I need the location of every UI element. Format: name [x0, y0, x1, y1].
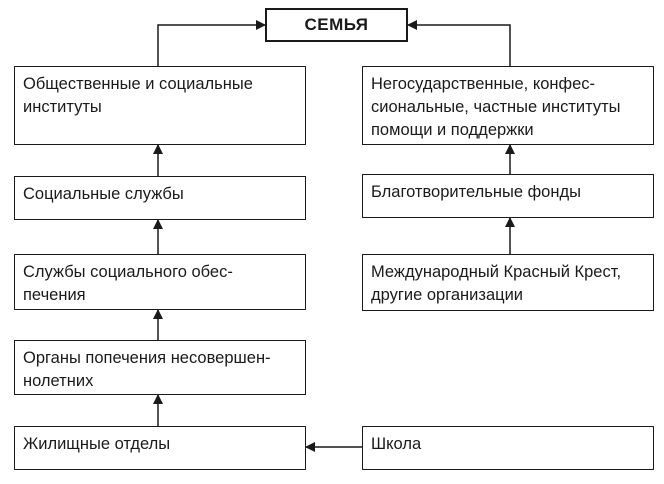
- node-line: Негосударственные, конфес-: [371, 75, 596, 93]
- node-line: Школа: [371, 435, 422, 453]
- node-line: Социальные службы: [23, 185, 184, 203]
- node-line: Органы попечения несовершен-: [23, 349, 271, 367]
- node-housing-departments: Жилищные отделы: [14, 426, 306, 470]
- node-line: другие организации: [371, 286, 524, 304]
- node-line: Международный Красный Крест,: [371, 263, 622, 281]
- node-line: печения: [23, 286, 86, 304]
- node-public-social-institutions: Общественные и социальные институты: [14, 66, 306, 145]
- connector-right-to-title: [407, 20, 511, 66]
- node-guardianship-authorities: Органы попечения несовершен- нолетних: [14, 340, 306, 395]
- node-social-services: Социальные службы: [14, 176, 306, 220]
- node-social-security-services: Службы социального обес- печения: [14, 254, 306, 310]
- node-line: нолетних: [23, 372, 94, 390]
- title-box: СЕМЬЯ: [265, 8, 408, 42]
- node-red-cross-organizations: Международный Красный Крест, другие орга…: [362, 254, 654, 311]
- connector-left-to-title: [157, 20, 266, 66]
- node-line: Жилищные отделы: [23, 435, 171, 453]
- node-nongovernmental-institutions: Негосударственные, конфес- сиональные, ч…: [362, 66, 654, 145]
- node-line: помощи и поддержки: [371, 121, 534, 139]
- node-line: Благотворительные фонды: [371, 183, 581, 201]
- node-line: институты: [23, 98, 102, 116]
- node-line: Общественные и социальные: [23, 75, 253, 93]
- title-text: СЕМЬЯ: [304, 15, 369, 34]
- node-line: сиональные, частные институты: [371, 98, 621, 116]
- node-charitable-foundations: Благотворительные фонды: [362, 174, 654, 218]
- node-line: Службы социального обес-: [23, 263, 233, 281]
- node-school: Школа: [362, 426, 654, 470]
